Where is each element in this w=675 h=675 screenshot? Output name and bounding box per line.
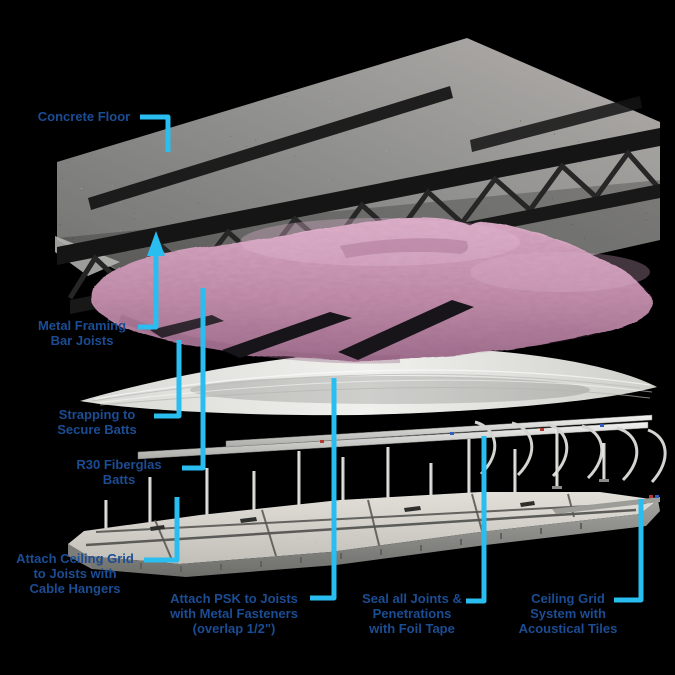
label-seal-joints: Seal all Joints & Penetrations with Foil… xyxy=(362,591,462,636)
ceiling-grid-assembly xyxy=(68,414,667,577)
label-metal-framing-bar-joists: Metal Framing Bar Joists xyxy=(37,318,127,348)
callout-line-seal-joints xyxy=(466,436,487,604)
label-strapping-to-secure-batts: Strapping to Secure Batts xyxy=(57,407,137,437)
callout-line-ceiling-grid xyxy=(614,499,644,603)
label-attach-ceiling-grid: Attach Ceiling Grid to Joists with Cable… xyxy=(16,551,134,596)
label-attach-psk: Attach PSK to Joists with Metal Fastener… xyxy=(170,591,298,636)
callout-line-attach-psk xyxy=(310,378,337,601)
callout-arrow-metal-framing xyxy=(147,231,165,256)
cable-hangers xyxy=(474,420,667,484)
grid-rails xyxy=(137,414,653,460)
label-ceiling-grid-system: Ceiling Grid System with Acoustical Tile… xyxy=(518,591,618,636)
callout-line-metal-framing xyxy=(138,254,159,330)
insulation-batts xyxy=(91,217,654,364)
callout-line-attach-grid xyxy=(144,497,180,563)
acoustical-tile-panel xyxy=(68,492,660,577)
callout-line-concrete-floor xyxy=(140,114,171,152)
psk-facing-sheet xyxy=(80,347,657,416)
tile-edge-ticks xyxy=(100,523,582,572)
hanger-rods xyxy=(101,429,609,555)
callout-line-r30-batts xyxy=(182,288,206,471)
callout-lines xyxy=(138,114,644,604)
callout-line-strapping xyxy=(154,340,182,419)
label-r30-fiberglas-batts: R30 Fiberglas Batts xyxy=(76,457,162,487)
label-concrete-floor: Concrete Floor xyxy=(37,109,131,124)
